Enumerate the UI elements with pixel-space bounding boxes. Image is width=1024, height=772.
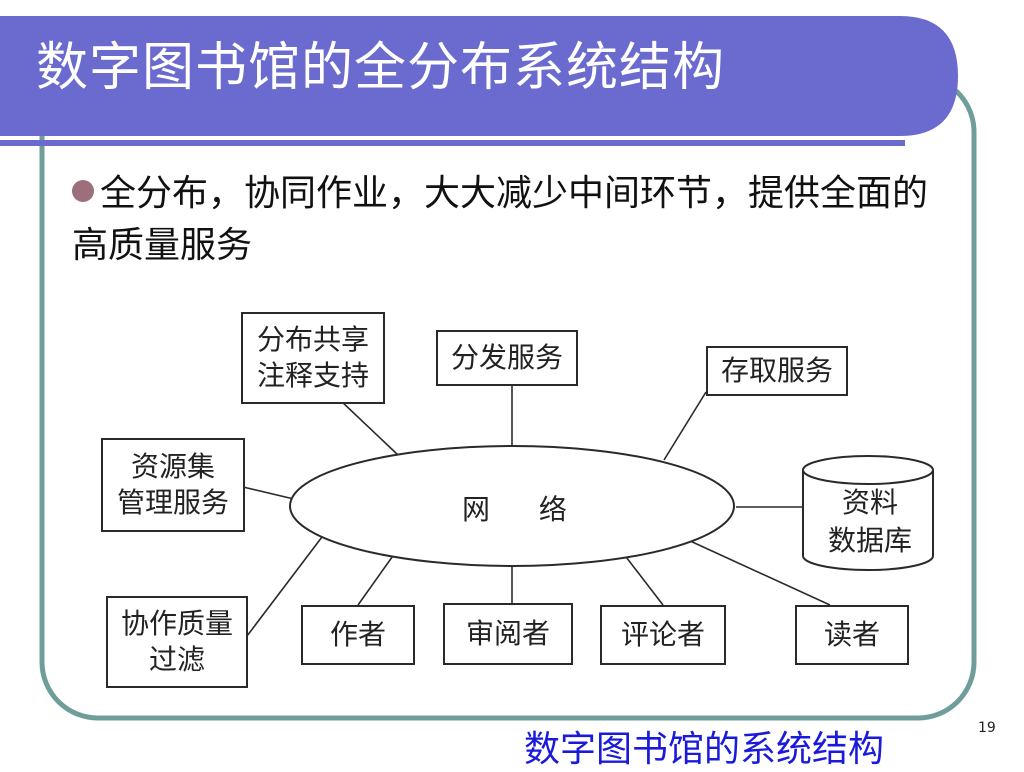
node-reader: 读者 — [795, 605, 909, 665]
bullet-point: 全分布，协同作业，大大减少中间环节，提供全面的高质量服务 — [72, 168, 932, 272]
database-cylinder — [802, 455, 934, 571]
connector-resource — [242, 486, 299, 501]
node-author: 作者 — [301, 605, 415, 665]
network-ellipse — [289, 445, 735, 567]
node-commentator: 评论者 — [600, 605, 726, 665]
title-band — [0, 16, 958, 136]
title-underline — [0, 140, 905, 146]
network-label: 网 络 — [462, 493, 587, 526]
slide-caption: 数字图书馆的系统结构 — [524, 729, 885, 770]
node-access-service: 存取服务 — [706, 346, 848, 396]
node-reviewer: 审阅者 — [443, 603, 573, 665]
bullet-dot-icon — [72, 180, 94, 202]
connector-quality — [246, 532, 326, 637]
page-number: 19 — [978, 720, 996, 736]
node-distributed-sharing: 分布共享 注释支持 — [241, 312, 385, 404]
connector-reader — [687, 539, 831, 606]
node-resource-management: 资源集 管理服务 — [101, 438, 245, 532]
node-distribution-service: 分发服务 — [436, 330, 578, 386]
diagram-connectors — [242, 386, 831, 637]
connector-access — [663, 391, 707, 461]
slide-title: 数字图书馆的全分布系统结构 — [36, 38, 726, 98]
connector-commentator — [622, 552, 664, 606]
bullet-text: 全分布，协同作业，大大减少中间环节，提供全面的高质量服务 — [72, 173, 929, 266]
connector-author — [357, 552, 396, 606]
node-quality-filter: 协作质量 过滤 — [106, 596, 248, 688]
connector-sharing — [339, 399, 399, 456]
database-label: 资料 数据库 — [827, 486, 912, 557]
